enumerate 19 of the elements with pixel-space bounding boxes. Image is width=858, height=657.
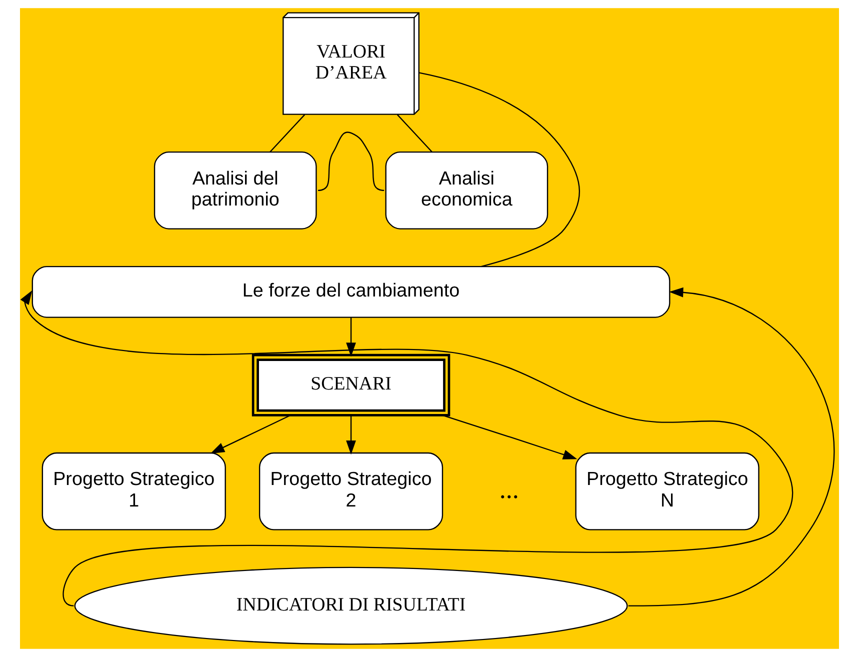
node-box: Analisi del patrimonio [153,151,316,230]
node-box: Progetto Strategico N [574,452,759,530]
arrow [628,287,834,606]
connector [396,114,432,152]
arrow [346,317,356,357]
node-box: Le forze del cambiamento [31,266,670,318]
arrow [20,290,792,606]
node-box: SCENARI [251,354,450,416]
arrow [346,415,356,455]
node-ellipse: INDICATORI DI RISULTATI [74,566,628,645]
node-box: Progetto Strategico 1 [41,452,226,530]
arrow [210,414,290,454]
label: ... [498,474,518,504]
arrow [442,414,577,460]
node-box: Progetto Strategico 2 [258,452,443,530]
connector [317,132,384,192]
node-box: Analisi economica [384,151,548,230]
connector [418,72,580,268]
connector [269,114,305,152]
